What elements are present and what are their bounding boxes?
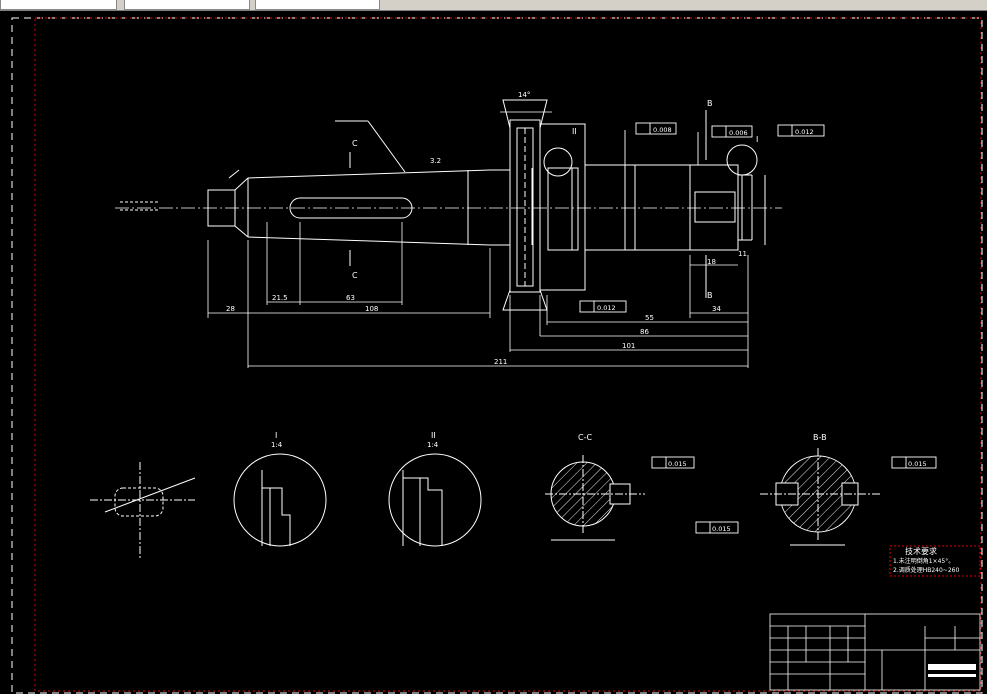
dim-34: 34 — [712, 305, 721, 313]
gdt-tol-a: 0.008 — [653, 126, 672, 134]
dim-3-2: 3.2 — [430, 157, 441, 165]
gdt-values: 0.008 0.006 0.012 0.012 0.015 0.015 0.01… — [597, 126, 927, 533]
dim-101: 101 — [622, 342, 635, 350]
gdt-tol-bb: 0.015 — [908, 460, 927, 468]
section-b-top: B — [707, 99, 713, 108]
dim-11: 11 — [738, 250, 747, 258]
view-labels: C C B B II I — [352, 99, 758, 300]
dim-211: 211 — [494, 358, 507, 366]
section-c-top: C — [352, 139, 358, 148]
section-c-bottom: C — [352, 271, 358, 280]
gdt-tol-b: 0.006 — [729, 129, 748, 137]
detail-i-marker: I — [756, 135, 758, 144]
tech-requirements: 技术要求 1.未注明倒角1×45°。 2.调质处理HB240~260 — [889, 545, 981, 577]
detail-i-view: I 1:4 — [233, 431, 327, 547]
tech-req-line2: 2.调质处理HB240~260 — [893, 566, 959, 574]
shaft-main-view — [115, 99, 782, 311]
gdt-tol-bb2: 0.015 — [712, 525, 731, 533]
dim-21-5: 21.5 — [272, 294, 288, 302]
toolbar-tab[interactable] — [255, 0, 380, 10]
gdt-tol-d: 0.012 — [597, 304, 616, 312]
toolbar-tab[interactable] — [0, 0, 117, 10]
toolbar-tab[interactable] — [124, 0, 250, 10]
detail-ii-scale: 1:4 — [427, 441, 439, 449]
dimension-lines — [207, 111, 749, 368]
outer-frame — [11, 17, 983, 694]
keyway-detail — [90, 462, 196, 558]
detail-i-title: I — [275, 431, 277, 440]
gdt-tol-cc: 0.015 — [668, 460, 687, 468]
dim-63: 63 — [346, 294, 355, 302]
section-bb-view: B-B — [760, 433, 880, 546]
detail-ii-view: II 1:4 — [388, 431, 482, 547]
section-cc-view: C-C — [545, 433, 645, 541]
inner-frame — [34, 17, 982, 692]
title-block — [769, 613, 981, 691]
cad-drawing[interactable]: 28 21.5 63 108 211 101 86 55 34 18 11 14… — [0, 10, 987, 694]
section-cc-title: C-C — [578, 433, 592, 442]
dim-55: 55 — [645, 314, 654, 322]
detail-i-scale: 1:4 — [271, 441, 283, 449]
gdt-frames — [579, 122, 937, 534]
tech-req-line1: 1.未注明倒角1×45°。 — [893, 557, 954, 565]
dimension-texts: 28 21.5 63 108 211 101 86 55 34 18 11 14… — [226, 91, 747, 366]
section-b-bottom: B — [707, 291, 713, 300]
section-bb-title: B-B — [813, 433, 827, 442]
gdt-tol-c: 0.012 — [795, 128, 814, 136]
detail-ii-title: II — [431, 431, 436, 440]
dim-28: 28 — [226, 305, 235, 313]
detail-ii-marker: II — [572, 127, 577, 136]
dim-14deg: 14° — [518, 91, 530, 99]
window-toolbar — [0, 0, 987, 11]
dim-18: 18 — [707, 258, 716, 266]
dim-86: 86 — [640, 328, 649, 336]
tech-req-title: 技术要求 — [905, 546, 937, 556]
dim-108: 108 — [365, 305, 378, 313]
